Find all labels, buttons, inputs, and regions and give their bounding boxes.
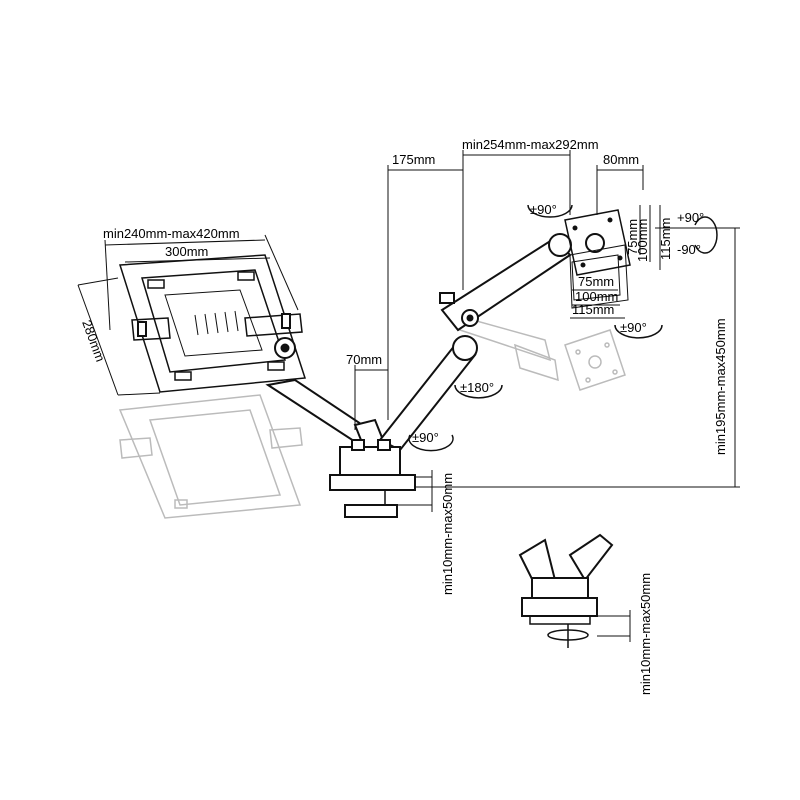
- tilt-up-label: +90°: [677, 210, 704, 225]
- clamp-range-grommet-label: min10mm-max50mm: [638, 573, 653, 695]
- offset-70-label: 70mm: [346, 352, 382, 367]
- base-rotation-label: ±90°: [412, 430, 439, 445]
- laptop-tray-width-label: 300mm: [165, 244, 208, 259]
- tilt-top-left-label: ±90°: [530, 202, 557, 217]
- dimension-lines: [77, 150, 740, 642]
- laptop-tray-depth-label: 280mm: [79, 318, 108, 364]
- left-arm: [265, 378, 387, 452]
- offset-175-label: 175mm: [392, 152, 435, 167]
- vesa-75-h-label: 75mm: [578, 274, 614, 289]
- vesa-115-v-label: 115mm: [658, 218, 673, 260]
- rotation-arrows: [408, 204, 718, 452]
- right-upper-arm: [439, 233, 572, 332]
- laptop-tray: [118, 254, 307, 393]
- swivel-head-label: ±90°: [620, 320, 647, 335]
- vesa-115-h-label: 115mm: [572, 302, 614, 317]
- tilt-down-label: -90°: [677, 242, 701, 257]
- vesa-100-h-label: 100mm: [575, 289, 618, 304]
- laptop-width-range-label: min240mm-max420mm: [103, 226, 240, 241]
- ghost-laptop-tray: [118, 394, 303, 519]
- vesa-plate: [564, 209, 631, 309]
- clamp-range-main-label: min10mm-max50mm: [440, 473, 455, 595]
- offset-80-label: 80mm: [603, 152, 639, 167]
- arm-rotation-label: ±180°: [460, 380, 494, 395]
- grommet-mount: [518, 533, 614, 648]
- height-range-label: min195mm-max450mm: [713, 318, 728, 455]
- desk-clamp: [329, 439, 416, 518]
- right-lower-arm: [378, 335, 478, 452]
- vesa-100-v-label: 100mm: [635, 219, 650, 262]
- ghost-vesa-plate: [564, 329, 626, 391]
- vesa-75-v-label: 75mm: [625, 219, 640, 255]
- arm-length-label: min254mm-max292mm: [462, 137, 599, 152]
